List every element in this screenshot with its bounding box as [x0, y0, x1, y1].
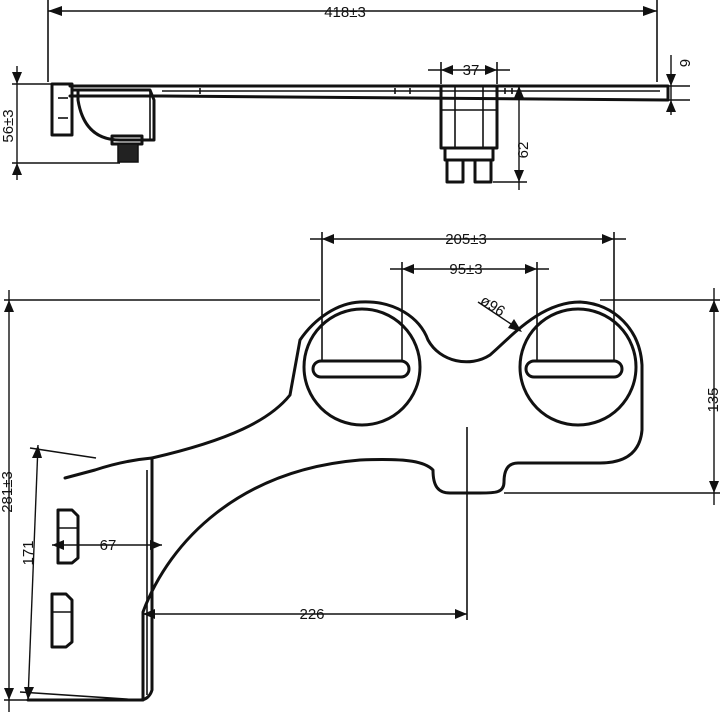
- knob-handle-left: [311, 359, 411, 379]
- head-body: [50, 82, 74, 137]
- dim-overall-length: 418±3: [324, 4, 366, 21]
- dim-nozzle-length: 226: [299, 606, 324, 623]
- dim-knob-diameter: ø96: [477, 292, 508, 320]
- plate-slot: [199, 88, 513, 94]
- bidet-body-outline: [26, 300, 644, 702]
- side-buttons: [50, 508, 80, 649]
- dim-panel-depth: 67: [100, 537, 117, 554]
- pressure-knob-right: [518, 307, 638, 427]
- dim-hose-spacing: 205±3: [445, 231, 487, 248]
- dim-panel-height: 171: [20, 540, 37, 565]
- dim-total-height: 281±3: [0, 471, 16, 513]
- hose-fitting: [117, 143, 139, 163]
- dim-plate-thickness: 6: [676, 59, 693, 67]
- knob-handle-right: [524, 359, 624, 379]
- dim-valve-width: 37: [463, 62, 480, 79]
- side-elevation-view: 418±3 6 56±3 37 62: [0, 0, 693, 190]
- front-panel: [138, 456, 154, 702]
- dim-body-height: 135: [705, 387, 722, 412]
- dim-knob-spacing: 95±3: [449, 261, 482, 278]
- dim-side-height: 56±3: [0, 109, 17, 142]
- pressure-knob-left: [302, 307, 422, 427]
- plan-view: 205±3 95±3 ø96 135 281±3 171: [0, 231, 722, 712]
- valve-block: [439, 84, 499, 184]
- mounting-plate: [68, 84, 670, 102]
- dim-valve-height: 62: [515, 142, 532, 159]
